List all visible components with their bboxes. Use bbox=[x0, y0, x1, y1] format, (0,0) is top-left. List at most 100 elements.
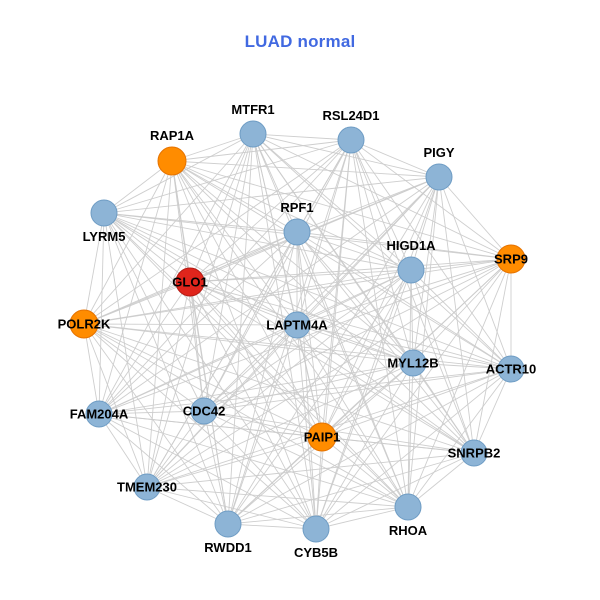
edge bbox=[296, 324, 323, 438]
edge bbox=[315, 436, 323, 530]
edge bbox=[203, 133, 254, 412]
edge bbox=[98, 212, 105, 415]
edge bbox=[146, 486, 317, 530]
node-PAIP1[interactable] bbox=[307, 422, 337, 452]
node-RSL24D1[interactable] bbox=[337, 126, 365, 154]
edge bbox=[203, 410, 409, 508]
edge bbox=[189, 281, 512, 370]
edge bbox=[350, 139, 414, 364]
edge bbox=[98, 362, 414, 415]
edge bbox=[189, 231, 298, 283]
edge bbox=[227, 436, 323, 525]
edge bbox=[171, 160, 475, 454]
edge bbox=[315, 269, 412, 530]
edge bbox=[146, 486, 409, 508]
edge bbox=[296, 231, 475, 454]
edge bbox=[171, 160, 298, 233]
node-label-RSL24D1: RSL24D1 bbox=[322, 108, 379, 123]
edge bbox=[83, 160, 173, 325]
node-label-ACTR10: ACTR10 bbox=[486, 362, 537, 377]
edge bbox=[296, 324, 414, 364]
node-label-SRP9: SRP9 bbox=[494, 252, 528, 267]
edge bbox=[189, 281, 323, 438]
node-label-POLR2K: POLR2K bbox=[58, 317, 111, 332]
edge bbox=[189, 133, 254, 283]
node-label-LAPTM4A: LAPTM4A bbox=[266, 318, 328, 333]
edge bbox=[203, 410, 317, 530]
edge bbox=[252, 133, 412, 271]
edge bbox=[103, 212, 412, 271]
edge bbox=[203, 269, 412, 412]
edge bbox=[412, 258, 512, 364]
edge bbox=[350, 139, 512, 370]
node-label-RHOA: RHOA bbox=[389, 523, 428, 538]
edge bbox=[103, 212, 298, 326]
edge bbox=[407, 452, 475, 508]
edge bbox=[203, 410, 323, 438]
node-RHOA[interactable] bbox=[394, 493, 422, 521]
node-POLR2K[interactable] bbox=[69, 309, 99, 339]
edge bbox=[189, 269, 412, 283]
node-LYRM5[interactable] bbox=[90, 199, 118, 227]
node-label-MYL12B: MYL12B bbox=[387, 356, 438, 371]
edge bbox=[83, 176, 440, 325]
edge bbox=[98, 410, 205, 415]
edge bbox=[83, 323, 414, 364]
edge bbox=[83, 323, 475, 454]
node-CYB5B[interactable] bbox=[302, 515, 330, 543]
edge bbox=[350, 139, 409, 508]
edge bbox=[98, 413, 148, 488]
edge bbox=[296, 176, 440, 233]
node-SNRPB2[interactable] bbox=[460, 439, 488, 467]
node-RWDD1[interactable] bbox=[214, 510, 242, 538]
edge bbox=[407, 258, 512, 508]
edge bbox=[473, 368, 512, 454]
edge bbox=[189, 281, 205, 412]
node-MTFR1[interactable] bbox=[239, 120, 267, 148]
node-FAM204A[interactable] bbox=[85, 400, 113, 428]
node-LAPTM4A[interactable] bbox=[283, 311, 311, 339]
node-HIGD1A[interactable] bbox=[397, 256, 425, 284]
edge bbox=[252, 133, 475, 454]
node-SRP9[interactable] bbox=[496, 244, 526, 274]
edge bbox=[227, 368, 512, 525]
node-PIGY[interactable] bbox=[425, 163, 453, 191]
edge bbox=[103, 212, 229, 525]
node-CDC42[interactable] bbox=[190, 397, 218, 425]
node-GLO1[interactable] bbox=[175, 267, 205, 297]
edge bbox=[321, 368, 512, 438]
edge bbox=[83, 323, 323, 438]
edge bbox=[83, 323, 148, 488]
edge bbox=[252, 133, 512, 260]
edge bbox=[227, 269, 412, 525]
node-MYL12B[interactable] bbox=[399, 349, 427, 377]
edge bbox=[83, 323, 229, 525]
edge bbox=[146, 133, 254, 488]
edge bbox=[296, 231, 512, 370]
edge bbox=[83, 281, 191, 325]
edge bbox=[83, 323, 512, 370]
edge bbox=[473, 258, 512, 454]
edge bbox=[203, 368, 512, 412]
edge bbox=[98, 139, 352, 415]
edge bbox=[103, 212, 191, 283]
edge bbox=[321, 436, 475, 454]
edge bbox=[407, 368, 512, 508]
edge bbox=[203, 324, 298, 412]
edge bbox=[103, 139, 352, 214]
edge bbox=[98, 413, 317, 530]
edge bbox=[171, 160, 440, 178]
edge bbox=[83, 258, 512, 325]
edge bbox=[83, 133, 254, 325]
node-RAP1A[interactable] bbox=[157, 146, 187, 176]
edge bbox=[83, 323, 298, 326]
edge bbox=[315, 176, 440, 530]
edge bbox=[189, 281, 475, 454]
node-RPF1[interactable] bbox=[283, 218, 311, 246]
node-TMEM230[interactable] bbox=[133, 473, 161, 501]
page-title: LUAD normal bbox=[244, 32, 356, 51]
node-ACTR10[interactable] bbox=[497, 355, 525, 383]
edge bbox=[146, 281, 191, 488]
edge bbox=[296, 231, 409, 508]
